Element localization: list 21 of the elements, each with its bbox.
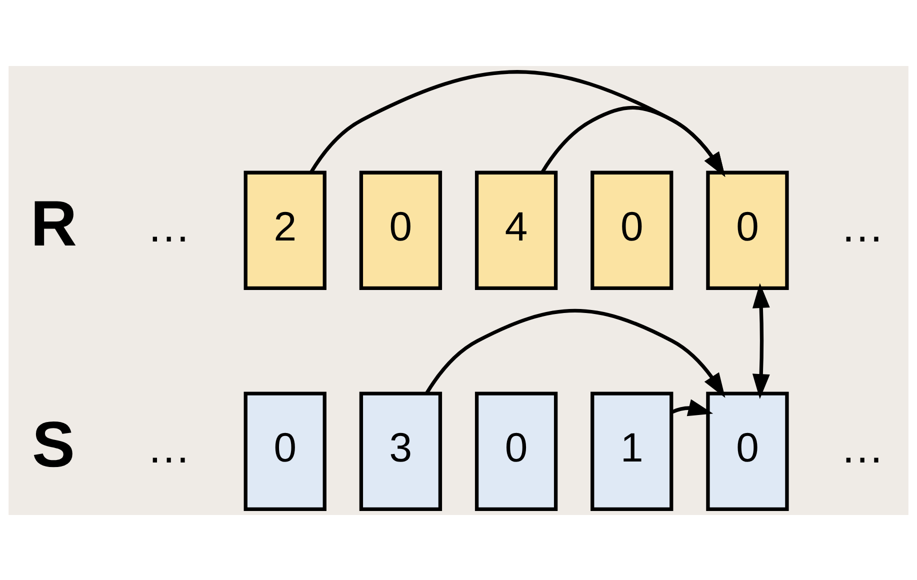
label: S xyxy=(32,408,75,480)
arrow xyxy=(425,308,726,398)
label: … xyxy=(840,202,884,251)
arrow xyxy=(670,398,714,416)
node-box: 0 xyxy=(244,391,326,510)
node-box: 2 xyxy=(244,170,326,290)
label: R xyxy=(30,186,78,259)
node-box: 0 xyxy=(590,170,674,290)
node-box: 0 xyxy=(359,170,442,290)
arrow xyxy=(310,70,726,176)
node-box: 0 xyxy=(706,170,789,290)
arrow xyxy=(752,282,770,398)
arrow xyxy=(540,105,726,176)
label: … xyxy=(146,202,191,251)
label: … xyxy=(146,422,191,472)
label: … xyxy=(840,422,884,472)
node-box: 0 xyxy=(474,391,558,510)
node-box: 0 xyxy=(706,391,789,510)
node-box: 4 xyxy=(474,170,558,290)
node-box: 3 xyxy=(359,391,442,510)
node-box: 1 xyxy=(590,391,674,510)
